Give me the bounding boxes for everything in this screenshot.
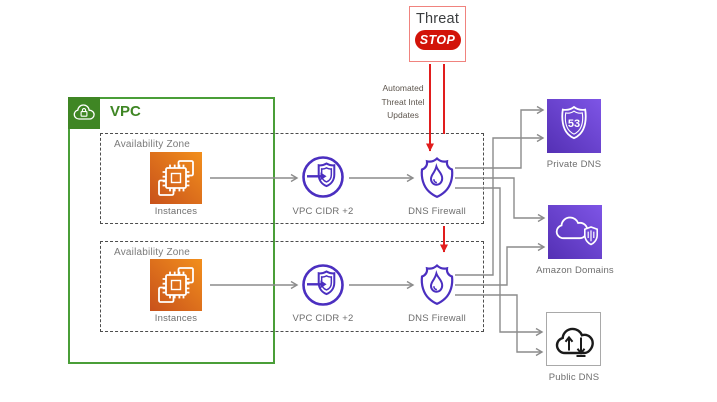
instances-icon: [150, 259, 202, 311]
vpc-label: VPC: [110, 103, 141, 120]
amazon-domains-icon: [548, 205, 602, 259]
vpc-cidr-label: VPC CIDR +2: [292, 313, 354, 324]
threat-intel-note: Automated Threat Intel Updates: [371, 82, 435, 123]
dns-firewall-icon: [414, 262, 460, 308]
note-line: Threat Intel: [381, 96, 425, 107]
dns-firewall-label: DNS Firewall: [408, 313, 466, 324]
note-line: Automated: [382, 83, 424, 93]
dns-firewall-label: DNS Firewall: [408, 206, 466, 217]
vpc-cidr-label: VPC CIDR +2: [292, 206, 354, 217]
note-line: Updates: [387, 110, 419, 121]
threatstop-name: Threat: [415, 11, 460, 27]
instances-icon: [150, 152, 202, 204]
instances-label: Instances: [154, 313, 198, 324]
public-dns-icon: [546, 312, 601, 366]
private-dns-label: Private DNS: [546, 159, 602, 170]
az-label: Availability Zone: [114, 139, 191, 150]
vpc-cidr-resolver-icon: [300, 154, 346, 200]
route53-number: 53: [568, 118, 580, 130]
vpc-cidr-resolver-icon: [300, 262, 346, 308]
threatstop-logo: Threat STOP: [409, 6, 466, 62]
az-label: Availability Zone: [114, 247, 191, 258]
instances-label: Instances: [154, 206, 198, 217]
public-dns-label: Public DNS: [548, 372, 600, 383]
stop-sign-badge: STOP: [414, 30, 461, 50]
amazon-domains-label: Amazon Domains: [536, 265, 614, 276]
vpc-boundary: [68, 97, 275, 364]
dns-firewall-icon: [414, 155, 460, 201]
route53-private-dns-icon: 53: [547, 99, 601, 153]
vpc-icon: [68, 97, 100, 129]
